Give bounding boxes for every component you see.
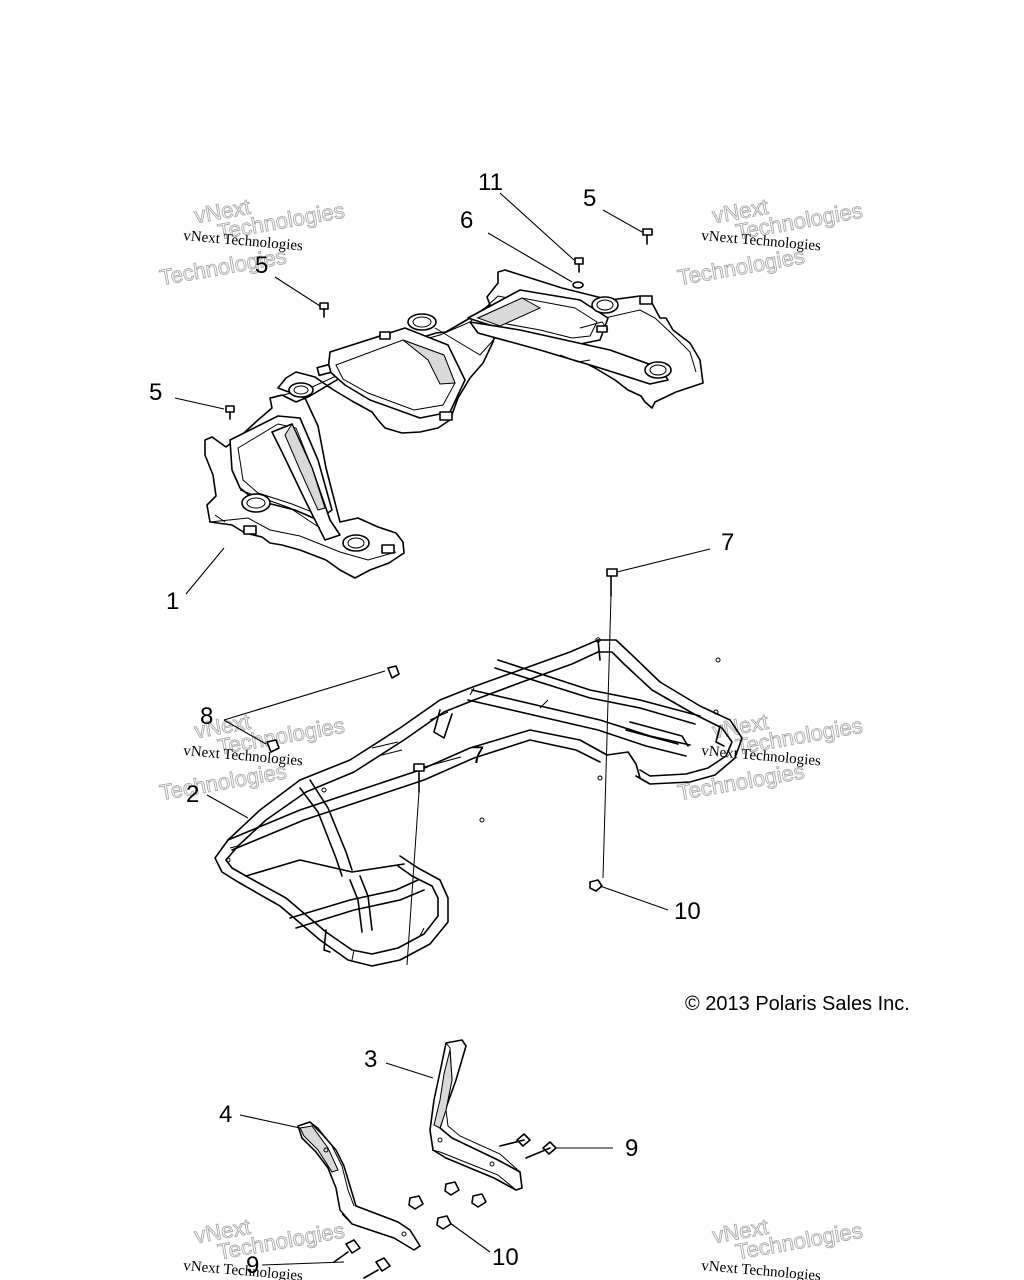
bolt-9-left-b-icon: [363, 1257, 391, 1279]
screw-5-left-icon: [225, 405, 235, 420]
bracket-3-part: [429, 1039, 523, 1191]
callout-11: 11: [478, 169, 503, 196]
watermark-text-bottom-right: vNext Technologies: [701, 1258, 822, 1280]
callout-8: 8: [200, 703, 213, 730]
callout-labels: 11 5 6 5 5 1 7 8 7 2 10 3 4 9 10 9: [149, 169, 734, 1279]
nut-10-icon: [589, 879, 603, 892]
nut-10-b-icon: [471, 1193, 487, 1208]
watermark-text-bottom-left: vNext Technologies: [183, 1258, 304, 1280]
washer-6-icon: [572, 281, 584, 289]
copyright-text: © 2013 Polaris Sales Inc.: [685, 993, 910, 1015]
callout-5-top-right: 5: [583, 185, 596, 212]
watermark-bottom-right: vNext Technologies: [710, 1213, 865, 1265]
callout-2: 2: [186, 781, 199, 808]
cupholder-bottom-left: [241, 493, 271, 513]
clip-8-upper-icon: [387, 665, 400, 679]
callout-10-lower: 10: [492, 1244, 519, 1271]
cupholder-top-left: [407, 313, 437, 331]
clip-8-lower-icon: [266, 739, 280, 753]
callout-9-left: 9: [246, 1252, 259, 1279]
callout-10-upper: 10: [674, 898, 701, 925]
bolt-9-right-upper-icon: [499, 1133, 531, 1147]
screw-5-right-icon: [642, 228, 653, 245]
watermark-bottom-left: vNext Technologies: [192, 1213, 347, 1265]
callout-4: 4: [219, 1101, 232, 1128]
callout-7-lower: 7: [471, 742, 484, 769]
rack-frame-part: [214, 637, 743, 967]
cupholder-bottom-right: [342, 534, 370, 552]
callout-1: 1: [166, 588, 179, 615]
nut-10-c-icon: [408, 1195, 424, 1210]
screw-5-mid-icon: [319, 302, 329, 318]
nut-10-d-icon: [436, 1215, 452, 1230]
cupholder-mid-left: [288, 382, 314, 398]
callout-7-upper: 7: [721, 529, 734, 556]
screw-11-icon: [574, 257, 584, 273]
rack-cover-part: [204, 269, 704, 579]
bolt-9-left-a-icon: [333, 1239, 361, 1263]
callout-5-left: 5: [149, 379, 162, 406]
cupholder-top-mid: [591, 296, 619, 314]
callout-9-right: 9: [625, 1135, 638, 1162]
bracket-4-part: [297, 1121, 421, 1251]
callout-3: 3: [364, 1046, 377, 1073]
bolt-9-right-lower-icon: [525, 1141, 557, 1159]
bolt-7-upper-icon: [602, 568, 618, 879]
callout-6: 6: [460, 207, 473, 234]
nut-10-a-icon: [444, 1181, 460, 1196]
callout-5-mid: 5: [255, 252, 268, 279]
leader-lines: [174, 192, 711, 1266]
cupholder-right: [644, 361, 672, 379]
bolt-7-lower-icon: [406, 763, 425, 966]
